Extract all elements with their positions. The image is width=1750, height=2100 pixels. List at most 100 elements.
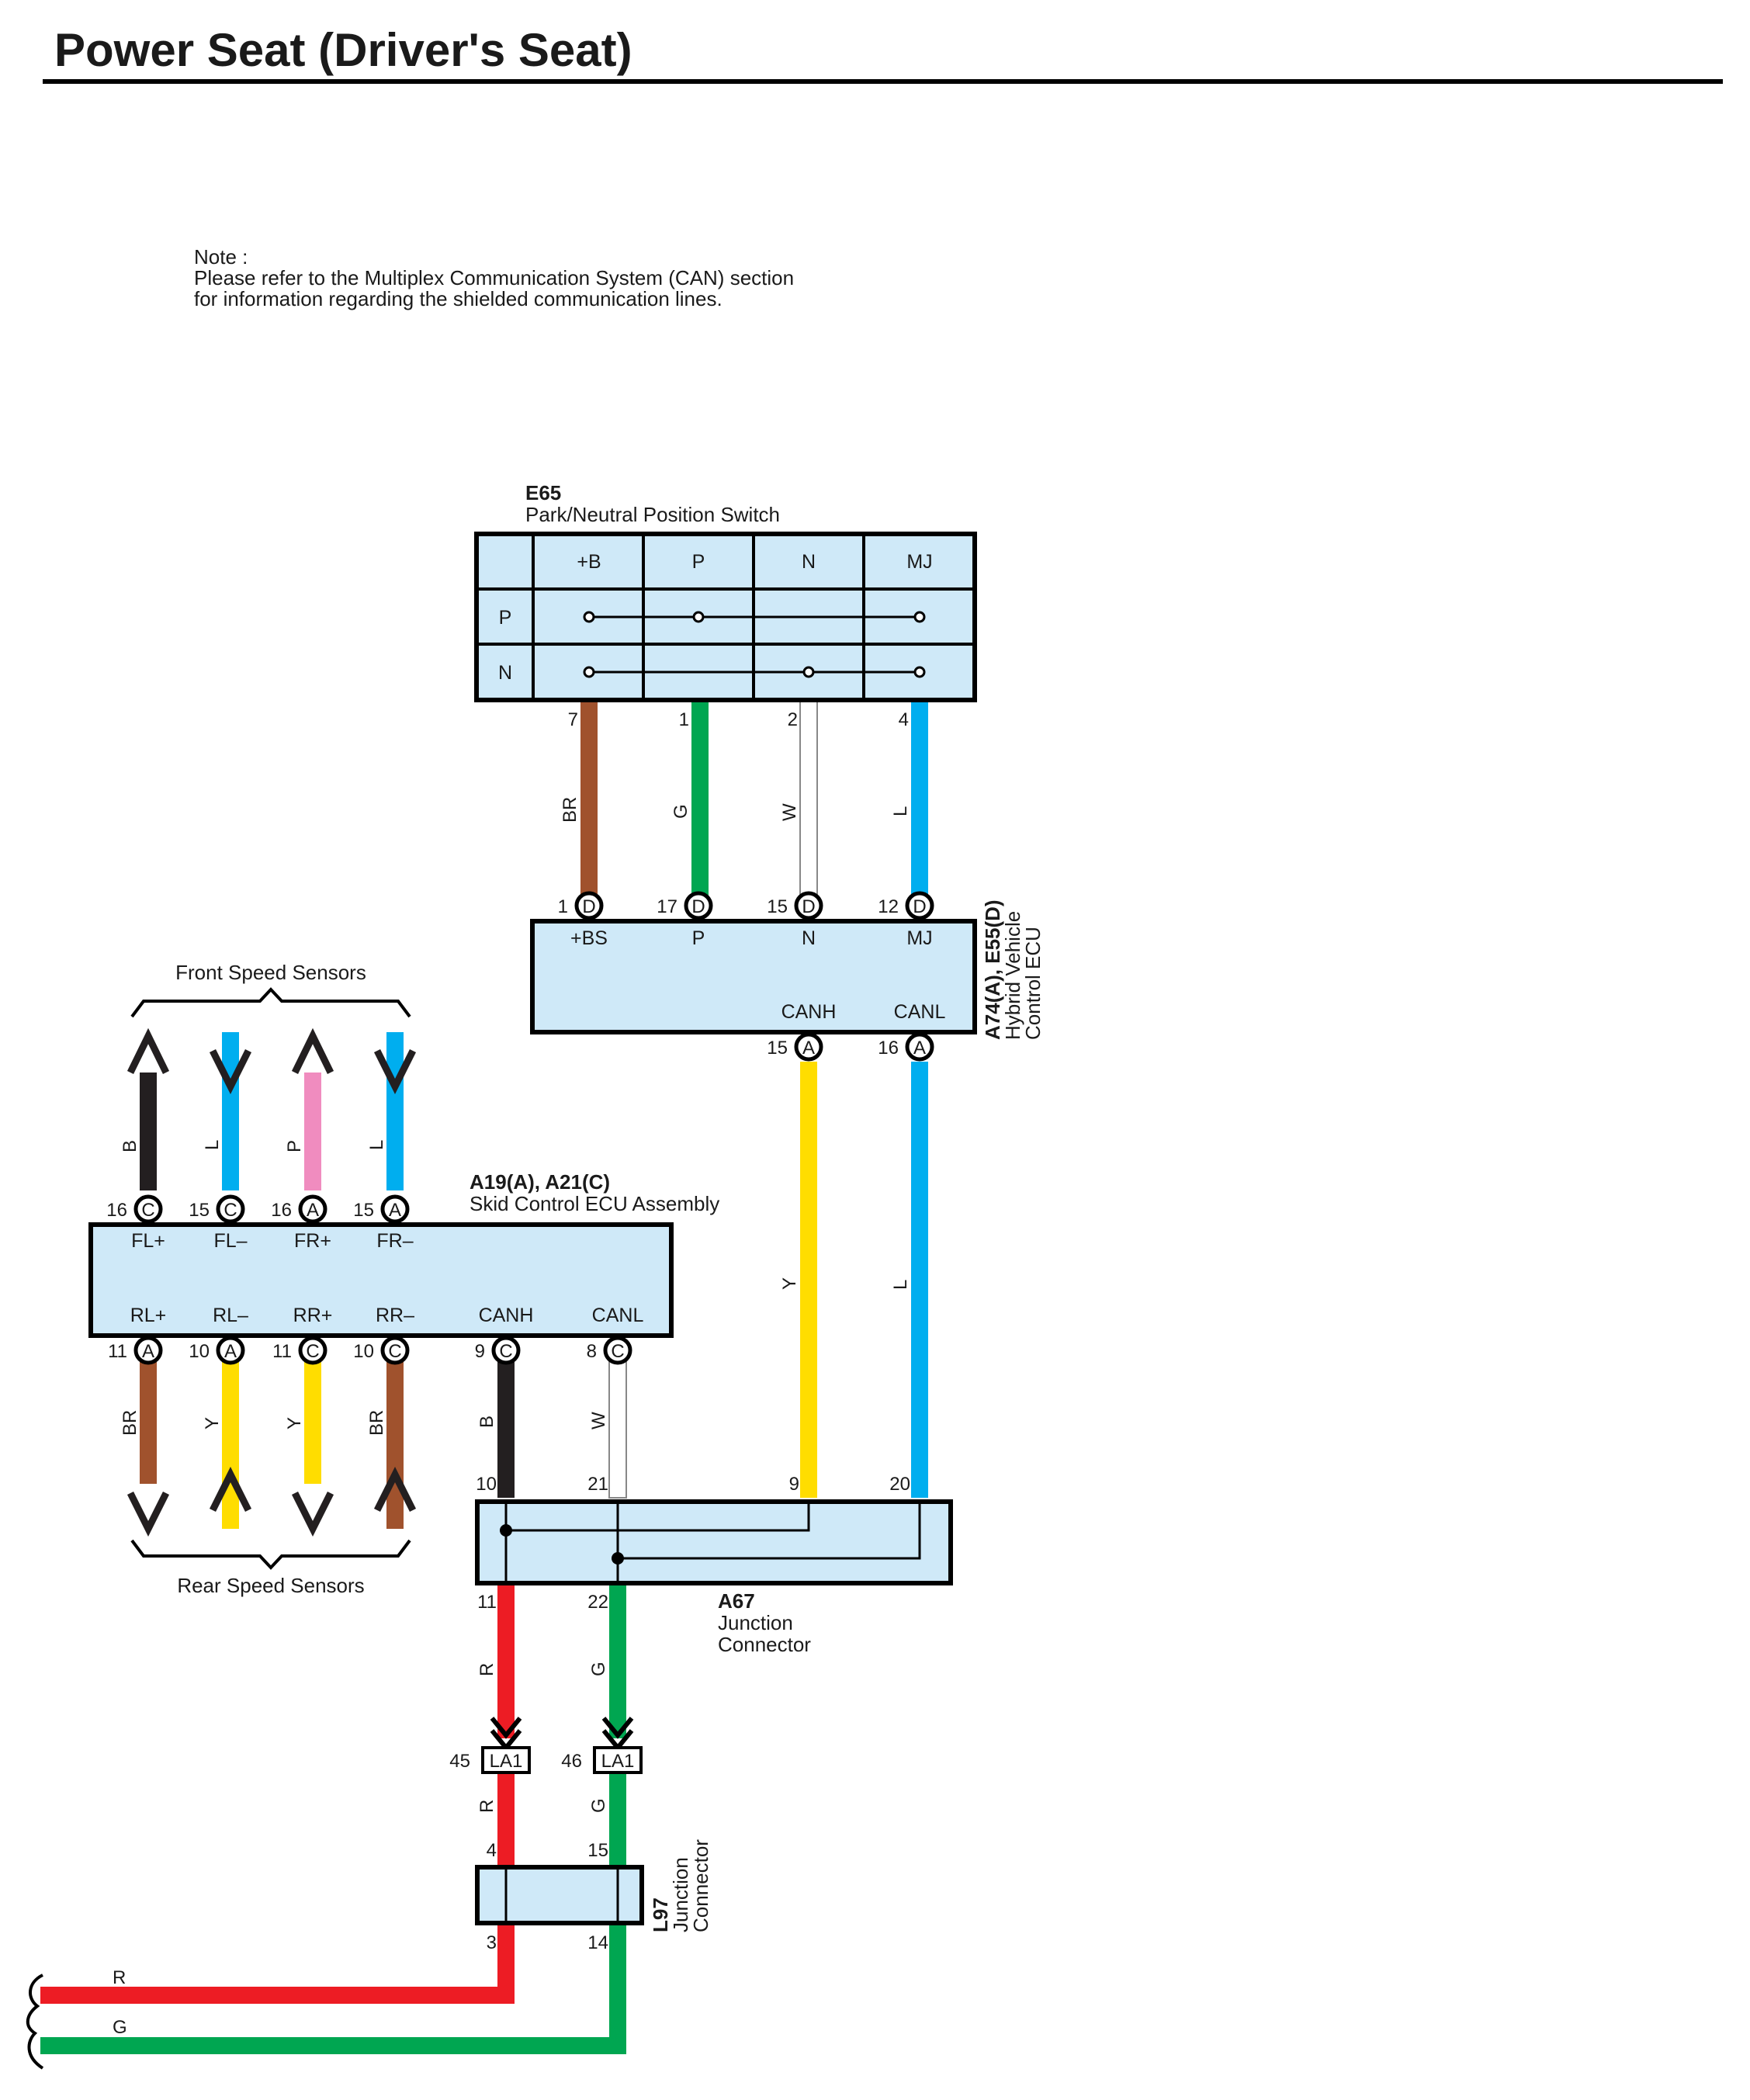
hv-top-pin-1: 1	[558, 896, 568, 917]
wire-label-la1-out1: R	[476, 1800, 497, 1813]
a67-junction: 10 21 9 20 11 22 A67 Junction Connector	[475, 1474, 953, 1656]
e65-col-2: P	[692, 551, 705, 573]
l97-name-2: Connector	[689, 1839, 712, 1932]
rear-sensors-label: Rear Speed Sensors	[177, 1574, 364, 1597]
note-heading: Note :	[194, 245, 248, 269]
wire-label-e65-2: G	[671, 804, 691, 819]
arrow-front-4	[373, 1048, 417, 1095]
wire-bus-r	[40, 1923, 515, 2004]
wire-label-a67-out1: R	[476, 1663, 497, 1676]
skid-ecu-name: Skid Control ECU Assembly	[470, 1192, 719, 1215]
arrow-rear-4	[373, 1466, 417, 1513]
wire-label-front-4: L	[366, 1140, 387, 1150]
e65-col-3: N	[802, 551, 816, 573]
wire-rear-3	[304, 1360, 321, 1484]
skid-top-pin-2: 15	[189, 1200, 210, 1221]
hv-top-conn-3: D	[802, 896, 815, 917]
wire-front-4	[386, 1032, 404, 1190]
a67-top-pin-4: 20	[889, 1474, 910, 1495]
skid-bottom-pin-3: 11	[272, 1341, 292, 1362]
wire-rear-4	[386, 1360, 404, 1529]
wire-bus-g	[40, 1923, 626, 2054]
a67-top-pin-3: 9	[789, 1474, 799, 1495]
a67-box	[475, 1499, 953, 1585]
l97-top-pin-1: 4	[487, 1840, 497, 1861]
wire-label-rear-1: BR	[120, 1410, 140, 1436]
wire-label-bus-r: R	[113, 1967, 126, 1988]
e65-code: E65	[525, 481, 561, 504]
wire-label-bus-g: G	[113, 2017, 127, 2038]
wire-front-1	[140, 1073, 157, 1190]
arrow-rear-2	[209, 1466, 252, 1513]
la1-label-2: LA1	[601, 1751, 635, 1772]
la1-box-1	[481, 1746, 531, 1774]
wire-skid-canl	[608, 1359, 627, 1499]
l97-bottom-pin-2: 14	[587, 1932, 608, 1953]
rear-brace	[130, 1539, 411, 1570]
skid-bottom-label-4: RR–	[376, 1305, 414, 1326]
wire-hv-canh	[800, 1062, 817, 1498]
skid-top-pin-4: 15	[353, 1200, 374, 1221]
skid-top-label-1: FL+	[131, 1230, 165, 1252]
e65-pin-3: 2	[788, 709, 798, 730]
wire-label-skid-canh: B	[476, 1416, 497, 1428]
wire-a67-out2	[609, 1583, 626, 1738]
wire-color-labels: BR G W L Y L B L P L BR Y Y BR B W R G R…	[113, 797, 911, 2038]
wire-label-rear-2: Y	[202, 1417, 223, 1429]
skid-bottom-conn-5: C	[499, 1341, 512, 1362]
a67-bottom-pin-2: 22	[587, 1592, 608, 1613]
skid-bottom-label-2: RL–	[213, 1305, 248, 1326]
note-line-1: Please refer to the Multiplex Communicat…	[194, 266, 794, 289]
skid-top-conn-3: A	[307, 1200, 319, 1221]
a67-top-pin-1: 10	[476, 1474, 497, 1495]
wire-front-3	[304, 1073, 321, 1190]
e65-col-4: MJ	[906, 551, 932, 573]
skid-ecu-box	[88, 1222, 674, 1338]
e65-pin-2: 1	[679, 709, 689, 730]
skid-bottom-label-1: RL+	[130, 1305, 167, 1326]
wire-label-la1-out2: G	[588, 1798, 609, 1813]
skid-top-label-2: FL–	[213, 1230, 247, 1252]
a67-top-pin-2: 21	[587, 1474, 608, 1495]
hv-bottom-label-2: CANL	[894, 1001, 946, 1023]
skid-ecu: A19(A), A21(C) Skid Control ECU Assembly…	[88, 1170, 719, 1365]
e65-pin-4: 4	[899, 709, 909, 730]
wire-label-e65-1: BR	[560, 797, 580, 823]
hv-top-label-2: P	[692, 927, 705, 949]
skid-bottom-pin-5: 9	[475, 1341, 485, 1362]
skid-bottom-label-6: CANL	[592, 1305, 644, 1326]
bus-break-mark	[26, 1974, 44, 2070]
wire-front-2	[222, 1032, 239, 1190]
e65-row-2: N	[498, 662, 512, 684]
skid-ecu-code: A19(A), A21(C)	[470, 1170, 610, 1194]
hv-bottom-conn-2: A	[913, 1038, 926, 1059]
skid-top-pin-1: 16	[106, 1200, 127, 1221]
wire-hv-canl	[911, 1062, 928, 1498]
hv-ecu-box	[530, 919, 977, 1034]
hv-top-conn-4: D	[913, 896, 926, 917]
la1-pin-1: 45	[449, 1751, 470, 1772]
skid-bottom-conn-3: C	[306, 1341, 319, 1362]
hv-ecu-name-1: Hybrid Vehicle	[1001, 911, 1024, 1040]
skid-bottom-conn-6: C	[611, 1341, 624, 1362]
skid-top-label-4: FR–	[376, 1230, 413, 1252]
skid-bottom-pin-2: 10	[189, 1341, 210, 1362]
l97-top-pin-2: 15	[587, 1840, 608, 1861]
page-title: Power Seat (Driver's Seat)	[54, 24, 632, 76]
a67-name-1: Junction	[718, 1611, 793, 1634]
wire-rear-2	[222, 1360, 239, 1529]
skid-bottom-pin-6: 8	[587, 1341, 597, 1362]
wire-e65-1	[580, 700, 598, 903]
arrow-front-1	[126, 1027, 170, 1074]
skid-bottom-conn-1: A	[142, 1341, 154, 1362]
a67-name-2: Connector	[718, 1633, 811, 1656]
wire-la1-out1	[497, 1773, 515, 1867]
hv-ecu-code: A74(A), E55(D)	[981, 899, 1004, 1040]
wire-label-rear-3: Y	[284, 1417, 305, 1429]
arrow-rear-1	[126, 1491, 170, 1537]
skid-bottom-conn-2: A	[224, 1341, 237, 1362]
skid-bottom-conn-4: C	[388, 1341, 401, 1362]
l97-junction: 4 15 3 14 L97 Junction Connector	[475, 1839, 712, 1953]
wire-a67-out1	[497, 1583, 515, 1738]
hv-top-label-4: MJ	[906, 927, 932, 949]
